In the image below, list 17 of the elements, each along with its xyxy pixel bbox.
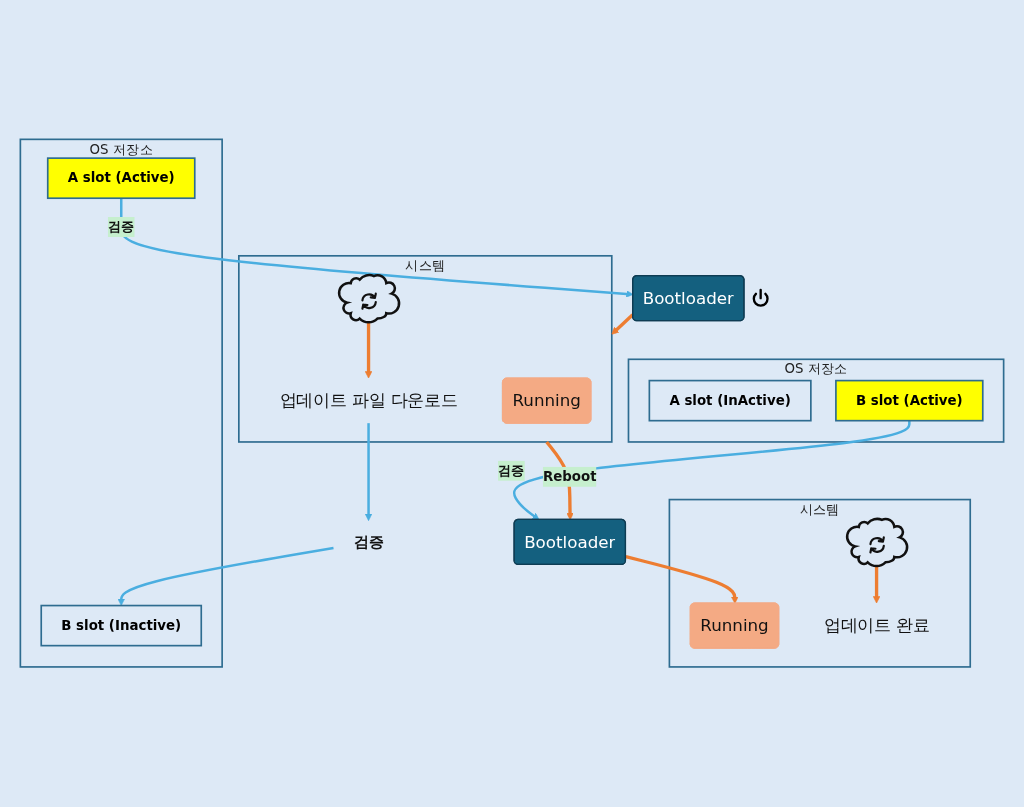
- edge-label: 검증: [107, 219, 135, 235]
- node-box: B slot (Active): [835, 380, 984, 422]
- edge-label: 검증: [498, 462, 525, 479]
- node-text: 검증: [353, 533, 384, 552]
- node-cloud: [845, 518, 909, 568]
- edge-label: Reboot: [542, 468, 597, 485]
- node-text: 업데이트 파일 다운로드: [279, 390, 458, 412]
- arrow: [117, 547, 334, 607]
- node-box: A slot (InActive): [648, 380, 812, 422]
- node-text: 업데이트 완료: [823, 615, 930, 636]
- node-box: A slot (Active): [46, 157, 196, 200]
- arrow: [364, 423, 373, 522]
- arrow: [611, 313, 634, 335]
- arrow: [364, 322, 373, 379]
- node-cloud: [337, 274, 401, 324]
- node-box: B slot (Inactive): [40, 605, 203, 647]
- arrow: [625, 555, 739, 605]
